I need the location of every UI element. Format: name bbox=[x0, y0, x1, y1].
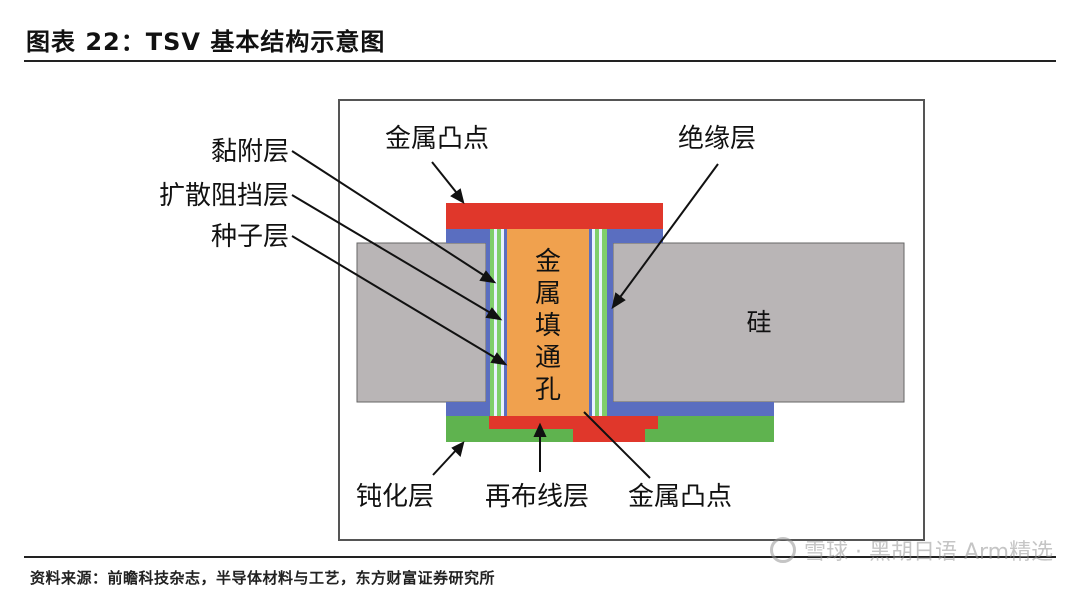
arrowhead-insulation bbox=[611, 292, 626, 310]
via-char-2: 属 bbox=[535, 279, 561, 309]
layer-sep-right bbox=[592, 229, 595, 416]
arrowhead-metal-bump-top bbox=[450, 188, 465, 204]
barrier-layer-left bbox=[494, 229, 497, 416]
seed-layer-left bbox=[497, 229, 501, 416]
passivation-layer-label: 钝化层 bbox=[356, 482, 434, 512]
diffusion-barrier-label: 扩散阻挡层 bbox=[159, 181, 289, 211]
arrowhead-passivation bbox=[451, 441, 465, 457]
layer-line-right bbox=[589, 229, 592, 416]
seed-layer-label: 种子层 bbox=[211, 222, 289, 252]
metal-fill-via bbox=[507, 229, 589, 416]
watermark-text: 雪球 · 黑胡日语 Arm精选 bbox=[804, 540, 1054, 565]
arrowhead-rdl bbox=[533, 422, 547, 437]
silicon-label: 硅 bbox=[746, 308, 771, 337]
snowball-logo-icon bbox=[770, 537, 796, 563]
seed-layer-right bbox=[595, 229, 599, 416]
arrowhead-adhesion bbox=[479, 270, 497, 284]
arrow-insulation bbox=[617, 163, 719, 301]
via-char-3: 填 bbox=[535, 311, 561, 341]
metal-bump-bottom-label: 金属凸点 bbox=[628, 482, 732, 512]
silicon-left bbox=[356, 242, 487, 403]
adhesion-layer-left bbox=[490, 229, 494, 416]
arrow-diffusion bbox=[291, 194, 495, 316]
arrowhead-seed bbox=[490, 352, 508, 366]
arrowhead-diffusion bbox=[485, 307, 503, 321]
watermark: 雪球 · 黑胡日语 Arm精选 bbox=[770, 534, 1053, 566]
layer-line-left bbox=[504, 229, 507, 416]
page-title: 图表 22：TSV 基本结构示意图 bbox=[26, 28, 386, 56]
via-char-5: 孔 bbox=[535, 375, 561, 405]
via-char-4: 通 bbox=[535, 343, 561, 373]
insulation-wall-left bbox=[486, 229, 490, 416]
arrow-metal-bump-top bbox=[431, 161, 461, 198]
insulation-top-left bbox=[446, 229, 489, 243]
metal-bump-top bbox=[446, 203, 663, 229]
barrier-layer-right bbox=[599, 229, 602, 416]
insulation-bottom-left bbox=[446, 402, 489, 416]
adhesion-layer-label: 黏附层 bbox=[211, 137, 289, 167]
top-divider bbox=[24, 60, 1056, 62]
arrow-adhesion bbox=[291, 150, 489, 279]
insulation-wall-right bbox=[607, 229, 613, 416]
bottom-divider bbox=[24, 556, 1056, 558]
metal-bump-top-label: 金属凸点 bbox=[385, 124, 489, 154]
diagram-frame bbox=[338, 99, 925, 541]
arrow-seed bbox=[291, 235, 500, 361]
arrow-passivation bbox=[432, 447, 459, 476]
insulation-layer-label: 绝缘层 bbox=[678, 124, 756, 154]
via-char-1: 金 bbox=[535, 247, 561, 277]
source-note: 资料来源：前瞻科技杂志，半导体材料与工艺，东方财富证券研究所 bbox=[30, 569, 496, 587]
adhesion-layer-right bbox=[602, 229, 607, 416]
insulation-top-right bbox=[608, 229, 663, 243]
rdl-label: 再布线层 bbox=[485, 482, 589, 512]
arrow-metal-bump-bottom bbox=[583, 411, 651, 479]
silicon-right bbox=[612, 242, 905, 403]
layer-sep-left bbox=[501, 229, 504, 416]
insulation-bottom-right bbox=[608, 402, 774, 416]
